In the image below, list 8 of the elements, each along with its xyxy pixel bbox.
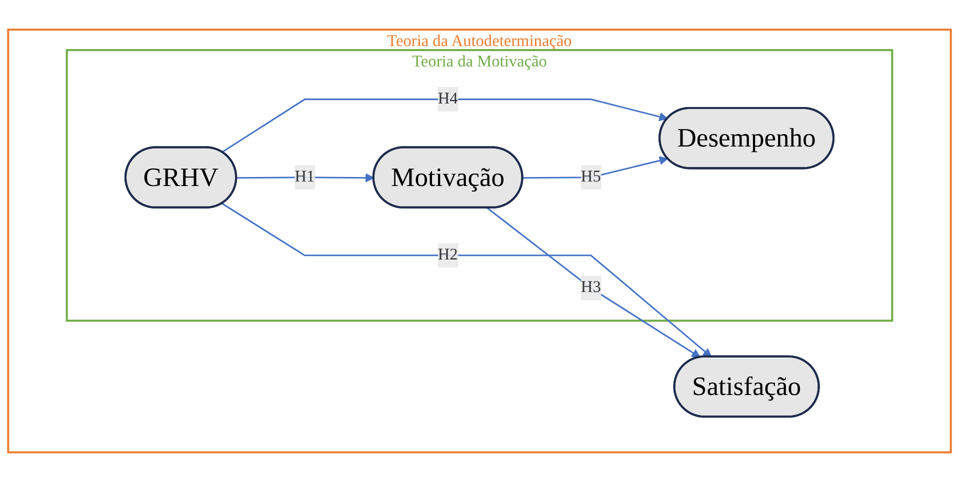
arrow xyxy=(222,98,668,153)
edge-label: H2 xyxy=(438,246,458,264)
edge-label: H5 xyxy=(580,168,601,186)
arrow xyxy=(486,207,700,358)
arrow xyxy=(222,202,712,358)
edge-label: H1 xyxy=(294,168,315,186)
edge-label: H4 xyxy=(438,90,458,108)
edge-label: H3 xyxy=(580,278,601,296)
